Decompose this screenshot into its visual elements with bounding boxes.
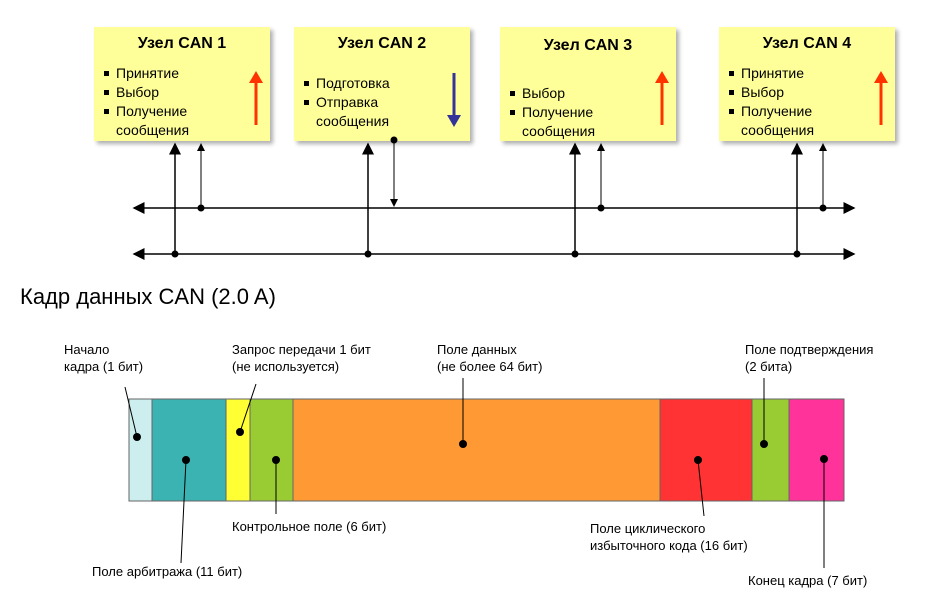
node-title: Узел CAN 1 [137, 35, 227, 52]
node-actions: Принятие Выбор Получение сообщения [104, 64, 206, 140]
segment-start [128, 398, 153, 502]
label-data-field: Поле данных (не более 64 бит) [437, 342, 543, 374]
label-control-field: Контрольное поле (6 бит) [232, 519, 387, 534]
node-title: Узел CAN 2 [337, 35, 427, 52]
node-title: Узел CAN 4 [762, 35, 852, 52]
node-action: Получение сообщения [104, 102, 206, 140]
node-action: Выбор [104, 83, 206, 102]
node-action: Принятие [729, 64, 831, 83]
label-arbitration-field: Поле арбитража (11 бит) [92, 564, 243, 579]
node-action: Подготовка [304, 74, 406, 93]
can-node-4: Узел CAN 4 Принятие Выбор Получение сооб… [719, 27, 895, 141]
node-actions: Выбор Получение сообщения [510, 84, 612, 141]
arrow-down-icon [447, 73, 461, 127]
arrow-up-icon [655, 71, 669, 125]
node-action: Принятие [104, 64, 206, 83]
label-start-of-frame: Начало кадра (1 бит) [64, 342, 144, 374]
label-ack-field: Поле подтверждения (2 бита) [745, 342, 874, 374]
node-title: Узел CAN 3 [543, 37, 633, 54]
segment-end [788, 398, 845, 502]
node-action: Отправка сообщения [304, 93, 406, 131]
label-rtr: Запрос передачи 1 бит (не используется) [232, 342, 371, 374]
arrow-up-icon [249, 71, 263, 125]
can-node-1: Узел CAN 1 Принятие Выбор Получение сооб… [94, 27, 270, 141]
frame-title: Кадр данных CAN (2.0 A) [20, 284, 276, 309]
label-crc-field: Поле циклического избыточного кода (16 б… [590, 521, 748, 553]
segment-arbitration [151, 398, 227, 502]
node-action: Выбор [729, 83, 831, 102]
segment-control [249, 398, 294, 502]
label-end-of-frame: Конец кадра (7 бит) [748, 573, 868, 588]
node-actions: Принятие Выбор Получение сообщения [729, 64, 831, 140]
can-node-2: Узел CAN 2 Подготовка Отправка сообщения [294, 27, 470, 141]
node-action: Выбор [510, 84, 612, 103]
node-actions: Подготовка Отправка сообщения [304, 74, 406, 131]
node-action: Получение сообщения [510, 103, 612, 141]
segment-crc [659, 398, 753, 502]
arrow-up-icon [874, 71, 888, 125]
can-node-3: Узел CAN 3 Выбор Получение сообщения [500, 27, 676, 141]
segment-data [292, 398, 661, 502]
node-action: Получение сообщения [729, 102, 831, 140]
frame-bar [128, 398, 845, 502]
segment-ack [751, 398, 790, 502]
